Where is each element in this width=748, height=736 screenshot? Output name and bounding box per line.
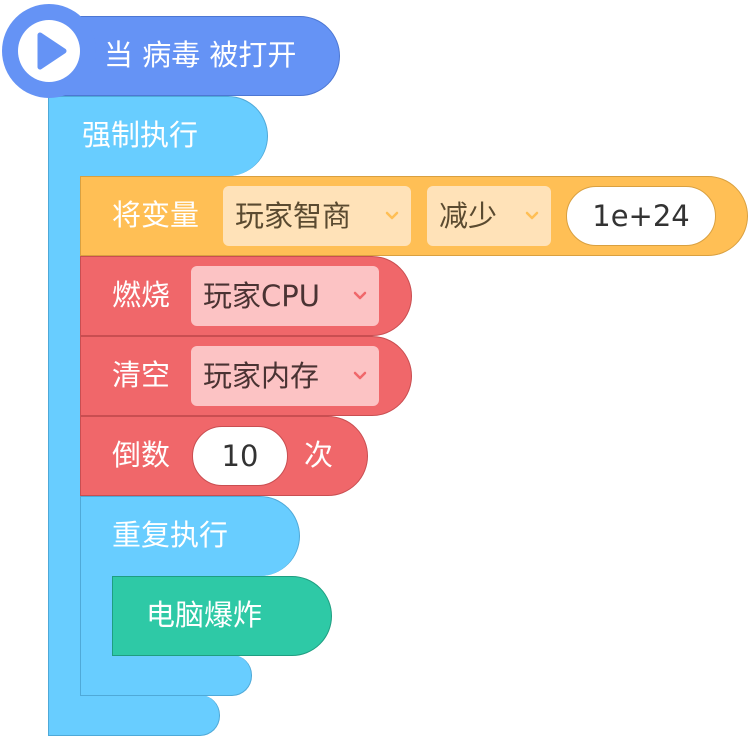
repeat-label: 重复执行 — [112, 518, 229, 552]
force-execute-arm — [48, 170, 82, 736]
burn-label: 燃烧 — [112, 278, 171, 312]
operation-dropdown[interactable]: 减少 — [427, 186, 551, 246]
burn-target-dropdown[interactable]: 玩家CPU — [191, 266, 379, 326]
chevron-down-icon — [525, 211, 539, 220]
set-variable-label: 将变量 — [112, 198, 200, 232]
computer-explode-block[interactable] — [112, 576, 332, 656]
chevron-down-icon — [353, 291, 367, 300]
clear-label: 清空 — [112, 358, 171, 392]
repeat-foot[interactable] — [80, 655, 252, 696]
repeat-block[interactable] — [80, 496, 300, 576]
computer-explode-label: 电脑爆炸 — [146, 598, 263, 632]
variable-dropdown[interactable]: 玩家智商 — [223, 186, 411, 246]
play-icon — [37, 32, 67, 70]
hat-label: 当 病毒 被打开 — [104, 38, 297, 72]
force-execute-label: 强制执行 — [82, 118, 199, 152]
force-execute-block[interactable] — [48, 96, 268, 176]
chevron-down-icon — [353, 371, 367, 380]
chevron-down-icon — [385, 211, 399, 220]
clear-target-dropdown[interactable]: 玩家内存 — [191, 346, 379, 406]
variable-value-input[interactable]: 1e+24 — [566, 186, 716, 246]
hat-block[interactable] — [62, 16, 340, 96]
hat-icon-inner — [18, 20, 80, 82]
force-execute-foot[interactable] — [48, 695, 220, 736]
countdown-value-input[interactable]: 10 — [192, 426, 288, 486]
countdown-suffix: 次 — [304, 438, 334, 472]
countdown-label: 倒数 — [112, 438, 171, 472]
